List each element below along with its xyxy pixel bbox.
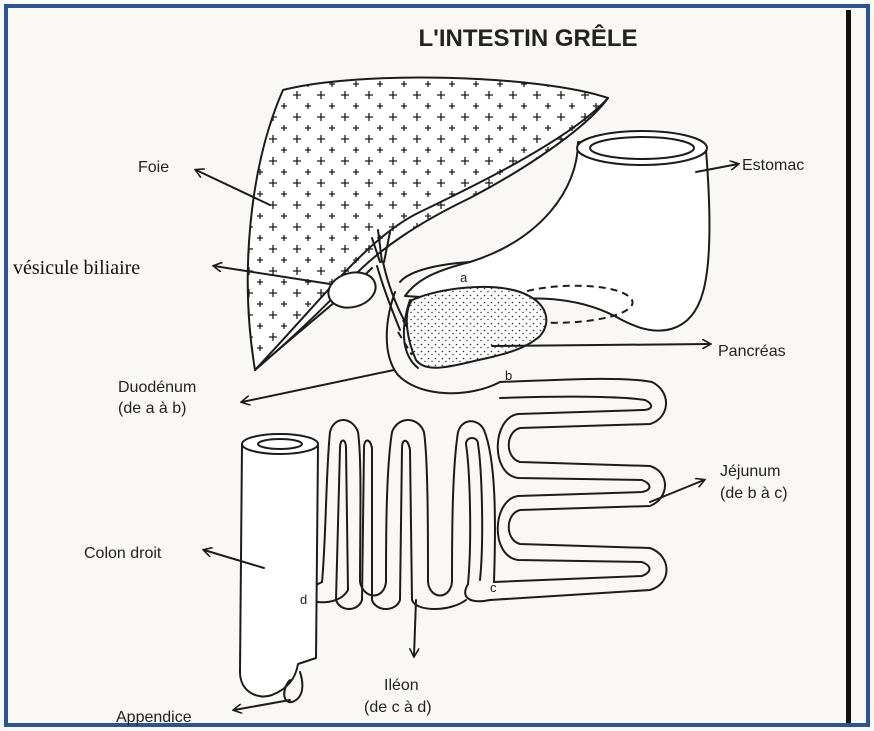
label-vesicule: vésicule biliaire [13, 257, 140, 279]
right-colon [240, 434, 318, 702]
label-ileon: Iléon [384, 677, 419, 694]
label-pancreas: Pancréas [718, 343, 786, 360]
pancreas [407, 287, 547, 368]
label-jejunum: Jéjunum [720, 463, 780, 480]
label-duodenum-range: (de a à b) [118, 400, 186, 417]
label-duodenum: Duodénum [118, 379, 196, 396]
label-foie: Foie [138, 159, 169, 176]
arrow-ileon [414, 600, 416, 656]
arrow-duodenum [242, 370, 394, 402]
marker-a: a [460, 270, 468, 285]
marker-b: b [505, 368, 512, 383]
marker-c: c [490, 580, 497, 595]
label-estomac: Estomac [742, 157, 804, 174]
ileum [312, 420, 495, 609]
arrow-appendice [234, 700, 290, 710]
label-appendice: Appendice [116, 709, 192, 726]
frame-right-edge [846, 10, 851, 723]
label-jejunum-range: (de b à c) [720, 485, 788, 502]
marker-d: d [300, 592, 307, 607]
diagram-title: L'INTESTIN GRÊLE [418, 24, 637, 52]
label-colon: Colon droit [84, 545, 162, 562]
arrow-jejunum [650, 480, 704, 502]
jejunum [490, 379, 667, 600]
label-ileon-range: (de c à d) [364, 699, 432, 716]
